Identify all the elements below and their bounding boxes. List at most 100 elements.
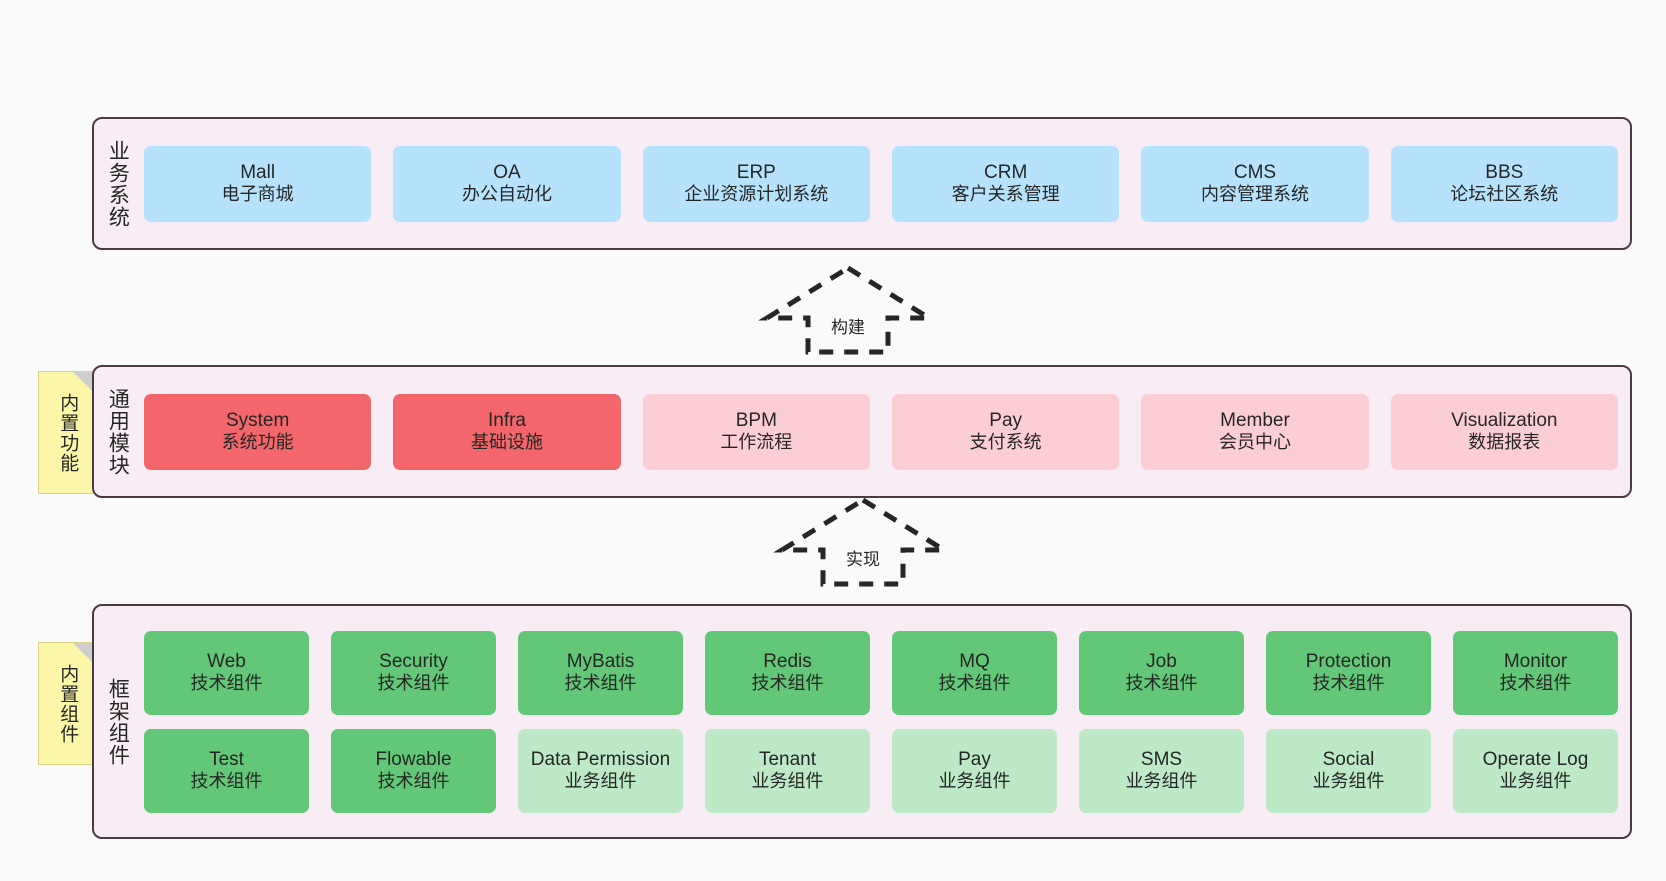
node-mybatis[interactable]: MyBatis 技术组件	[518, 630, 683, 715]
node-visualization[interactable]: Visualization 数据报表	[1390, 393, 1618, 470]
node-subtitle: 技术组件	[1312, 673, 1385, 694]
node-title: MyBatis	[566, 650, 635, 672]
node-title: CRM	[984, 161, 1028, 183]
note-builtin-components: 内置组件	[38, 642, 96, 765]
node-pay[interactable]: Pay 支付系统	[891, 393, 1120, 470]
node-subtitle: 论坛社区系统	[1450, 184, 1559, 205]
note-label: 内置功能	[57, 392, 79, 473]
node-title: SMS	[1140, 748, 1183, 770]
note-builtin-features: 内置功能	[38, 371, 96, 494]
node-subtitle: 业务组件	[751, 771, 824, 792]
node-title: Flowable	[375, 748, 452, 770]
node-title: Monitor	[1503, 650, 1568, 672]
node-flowable[interactable]: Flowable 技术组件	[331, 728, 496, 813]
layer-row: System 系统功能 Infra 基础设施 BPM 工作流程 Pay 支付系统…	[144, 393, 1618, 470]
node-subtitle: 数据报表	[1468, 432, 1541, 453]
node-subtitle: 业务组件	[1499, 771, 1572, 792]
node-infra[interactable]: Infra 基础设施	[393, 393, 621, 470]
node-title: Mall	[240, 161, 276, 183]
node-member[interactable]: Member 会员中心	[1141, 393, 1369, 470]
node-title: Pay	[958, 748, 991, 770]
node-oa[interactable]: OA 办公自动化	[393, 145, 621, 222]
node-title: Test	[209, 748, 244, 770]
node-subtitle: 会员中心	[1218, 432, 1291, 453]
node-security[interactable]: Security 技术组件	[331, 630, 496, 715]
layer-framework-component: 框架组件 Web 技术组件 Security 技术组件 MyBatis 技术组件…	[92, 604, 1632, 839]
node-title: BBS	[1485, 161, 1524, 183]
node-title: Protection	[1305, 650, 1392, 672]
layer-row: Web 技术组件 Security 技术组件 MyBatis 技术组件 Redi…	[144, 630, 1618, 715]
node-title: Infra	[487, 409, 526, 431]
node-title: Job	[1146, 650, 1177, 672]
node-system[interactable]: System 系统功能	[144, 393, 372, 470]
node-title: Data Permission	[530, 748, 671, 770]
node-subtitle: 业务组件	[938, 771, 1011, 792]
layer-body-common: System 系统功能 Infra 基础设施 BPM 工作流程 Pay 支付系统…	[140, 367, 1630, 496]
node-subtitle: 基础设施	[470, 432, 543, 453]
node-bbs[interactable]: BBS 论坛社区系统	[1390, 145, 1618, 222]
node-title: System	[225, 409, 290, 431]
node-title: CMS	[1233, 161, 1277, 183]
node-subtitle: 技术组件	[938, 673, 1011, 694]
layer-row: Mall 电子商城 OA 办公自动化 ERP 企业资源计划系统 CRM 客户关系…	[144, 145, 1618, 222]
folded-corner-icon	[73, 372, 95, 394]
node-subtitle: 客户关系管理	[951, 184, 1060, 205]
node-test[interactable]: Test 技术组件	[144, 728, 309, 813]
node-title: ERP	[736, 161, 776, 183]
node-subtitle: 系统功能	[221, 432, 294, 453]
layer-common-module: 通用模块 System 系统功能 Infra 基础设施 BPM 工作流程 Pay…	[92, 365, 1632, 498]
node-sms[interactable]: SMS 业务组件	[1079, 728, 1244, 813]
layer-body-business: Mall 电子商城 OA 办公自动化 ERP 企业资源计划系统 CRM 客户关系…	[140, 119, 1630, 248]
node-mq[interactable]: MQ 技术组件	[892, 630, 1057, 715]
node-subtitle: 企业资源计划系统	[684, 184, 829, 205]
node-tenant[interactable]: Tenant 业务组件	[705, 728, 870, 813]
node-mall[interactable]: Mall 电子商城	[144, 145, 372, 222]
node-erp[interactable]: ERP 企业资源计划系统	[642, 145, 870, 222]
node-pay-business[interactable]: Pay 业务组件	[892, 728, 1057, 813]
node-title: Social	[1322, 748, 1375, 770]
folded-corner-icon	[73, 643, 95, 665]
layer-title-business: 业务系统	[106, 139, 130, 228]
node-subtitle: 办公自动化	[461, 184, 552, 205]
layer-title-common: 通用模块	[106, 387, 130, 476]
node-cms[interactable]: CMS 内容管理系统	[1141, 145, 1369, 222]
node-subtitle: 电子商城	[221, 184, 294, 205]
note-label: 内置组件	[57, 663, 79, 744]
arrow-implement-up: 实现	[773, 496, 953, 588]
node-subtitle: 工作流程	[720, 432, 793, 453]
layer-business-system: 业务系统 Mall 电子商城 OA 办公自动化 ERP 企业资源计划系统 CRM…	[92, 117, 1632, 250]
node-subtitle: 内容管理系统	[1200, 184, 1309, 205]
node-title: Operate Log	[1482, 748, 1589, 770]
node-subtitle: 业务组件	[1312, 771, 1385, 792]
node-bpm[interactable]: BPM 工作流程	[642, 393, 870, 470]
node-title: Redis	[763, 650, 812, 672]
node-subtitle: 技术组件	[190, 771, 263, 792]
node-protection[interactable]: Protection 技术组件	[1266, 630, 1431, 715]
node-subtitle: 技术组件	[564, 673, 637, 694]
node-subtitle: 业务组件	[564, 771, 637, 792]
node-subtitle: 技术组件	[1499, 673, 1572, 694]
node-title: Member	[1220, 409, 1290, 431]
node-operate-log[interactable]: Operate Log 业务组件	[1453, 728, 1618, 813]
node-subtitle: 业务组件	[1125, 771, 1198, 792]
node-web[interactable]: Web 技术组件	[144, 630, 309, 715]
node-title: Web	[207, 650, 246, 672]
node-subtitle: 技术组件	[377, 771, 450, 792]
node-monitor[interactable]: Monitor 技术组件	[1453, 630, 1618, 715]
node-title: BPM	[735, 409, 777, 431]
node-title: MQ	[959, 650, 990, 672]
arrow-build-up: 构建	[758, 264, 938, 356]
node-title: Pay	[989, 409, 1023, 431]
node-data-permission[interactable]: Data Permission 业务组件	[518, 728, 683, 813]
node-crm[interactable]: CRM 客户关系管理	[891, 145, 1120, 222]
layer-body-framework: Web 技术组件 Security 技术组件 MyBatis 技术组件 Redi…	[140, 606, 1630, 837]
node-subtitle: 技术组件	[190, 673, 263, 694]
node-subtitle: 技术组件	[377, 673, 450, 694]
node-title: Tenant	[758, 748, 817, 770]
node-title: OA	[493, 161, 521, 183]
node-title: Visualization	[1451, 409, 1558, 431]
node-job[interactable]: Job 技术组件	[1079, 630, 1244, 715]
node-social[interactable]: Social 业务组件	[1266, 728, 1431, 813]
node-redis[interactable]: Redis 技术组件	[705, 630, 870, 715]
